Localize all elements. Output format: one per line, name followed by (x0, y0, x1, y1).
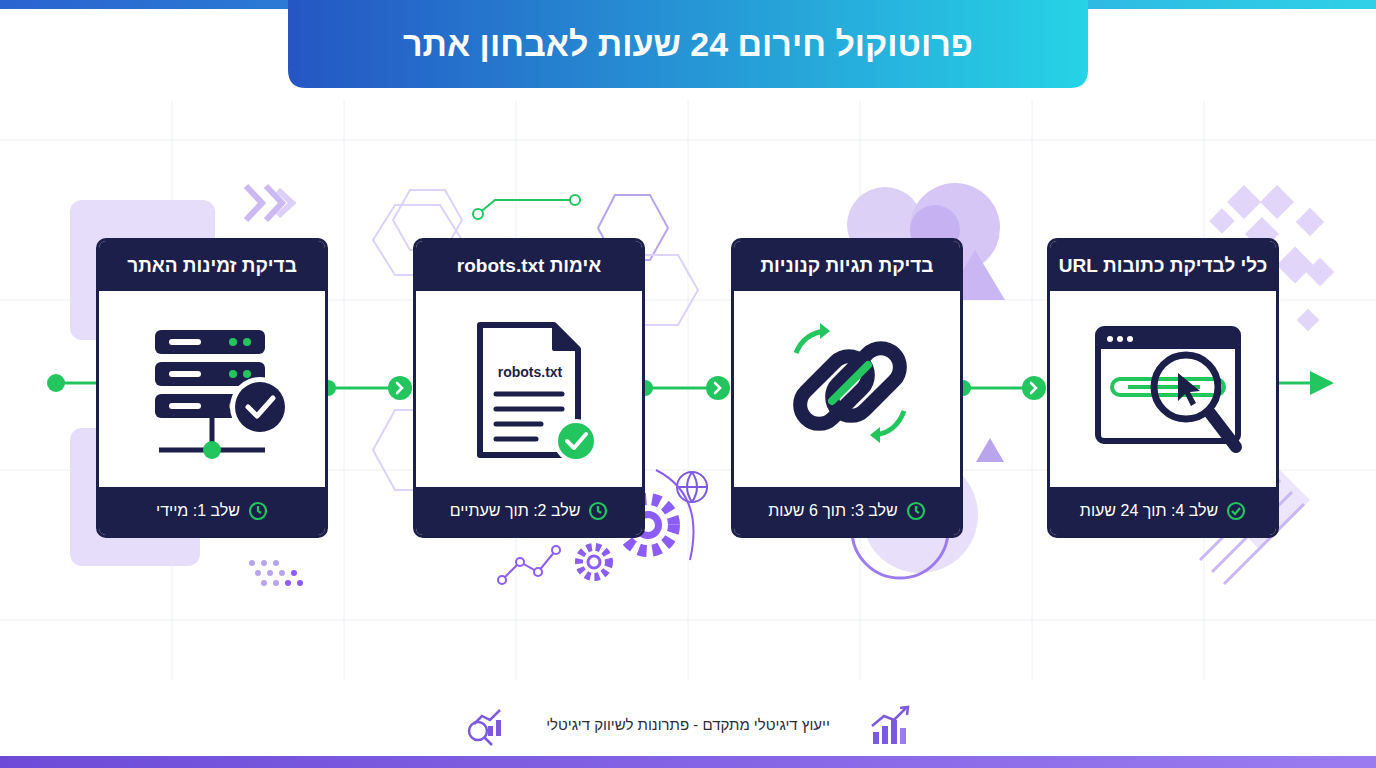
card-header: כלי לבדיקת כתובות URL (1050, 241, 1276, 291)
bottom-bar (0, 756, 1376, 768)
card-header: בדיקת זמינות האתר (99, 241, 325, 291)
card-title: בדיקת זמינות האתר (127, 255, 297, 277)
step-card: כלי לבדיקת כתובות URL שלב 4: תוך 24 שעות (1047, 238, 1279, 538)
flow-connector (328, 387, 400, 390)
card-title: בדיקת תגיות קנוניות (760, 255, 933, 277)
flow-connector (963, 387, 1034, 390)
step-card: אימות robots.txt שלב 2: תוך שעתיים robots.… (413, 238, 645, 538)
card-step-time: שלב 4: תוך 24 שעות (1080, 502, 1218, 520)
card-step-time: שלב 3: תוך 6 שעות (768, 502, 897, 520)
card-title: אימות robots.txt (457, 255, 601, 277)
clock-icon (588, 501, 608, 521)
card-header: אימות robots.txt (416, 241, 642, 291)
title-banner (288, 0, 1088, 88)
card-step-time: שלב 1: מיידי (156, 502, 240, 520)
grid (0, 100, 1376, 680)
title: פרוטוקול חירום 24 שעות לאבחון אתר (288, 0, 1088, 88)
caption-icon-right (872, 707, 908, 744)
card-title: כלי לבדיקת כתובות URL (1059, 255, 1268, 277)
check-icon (1226, 501, 1246, 521)
caption-icon-left (469, 710, 501, 745)
clock-icon (906, 501, 926, 521)
caption: ייעוץ דיגיטלי מתקדם - פתרונות לשיווק דיג… (0, 716, 1376, 733)
card-header: בדיקת תגיות קנוניות (734, 241, 960, 291)
clock-icon (248, 501, 268, 521)
step-card: בדיקת תגיות קנוניות שלב 3: תוך 6 שעות (731, 238, 963, 538)
card-footer: שלב 1: מיידי (99, 487, 325, 535)
file-name-label: robots.txt (498, 364, 563, 380)
card-step-time: שלב 2: תוך שעתיים (450, 502, 581, 520)
card-footer: שלב 4: תוך 24 שעות (1050, 487, 1276, 535)
card-footer: שלב 2: תוך שעתיים (416, 487, 642, 535)
flow-connector (645, 387, 718, 390)
card-footer: שלב 3: תוך 6 שעות (734, 487, 960, 535)
step-card: בדיקת זמינות האתר שלב 1: מיידי (96, 238, 328, 538)
